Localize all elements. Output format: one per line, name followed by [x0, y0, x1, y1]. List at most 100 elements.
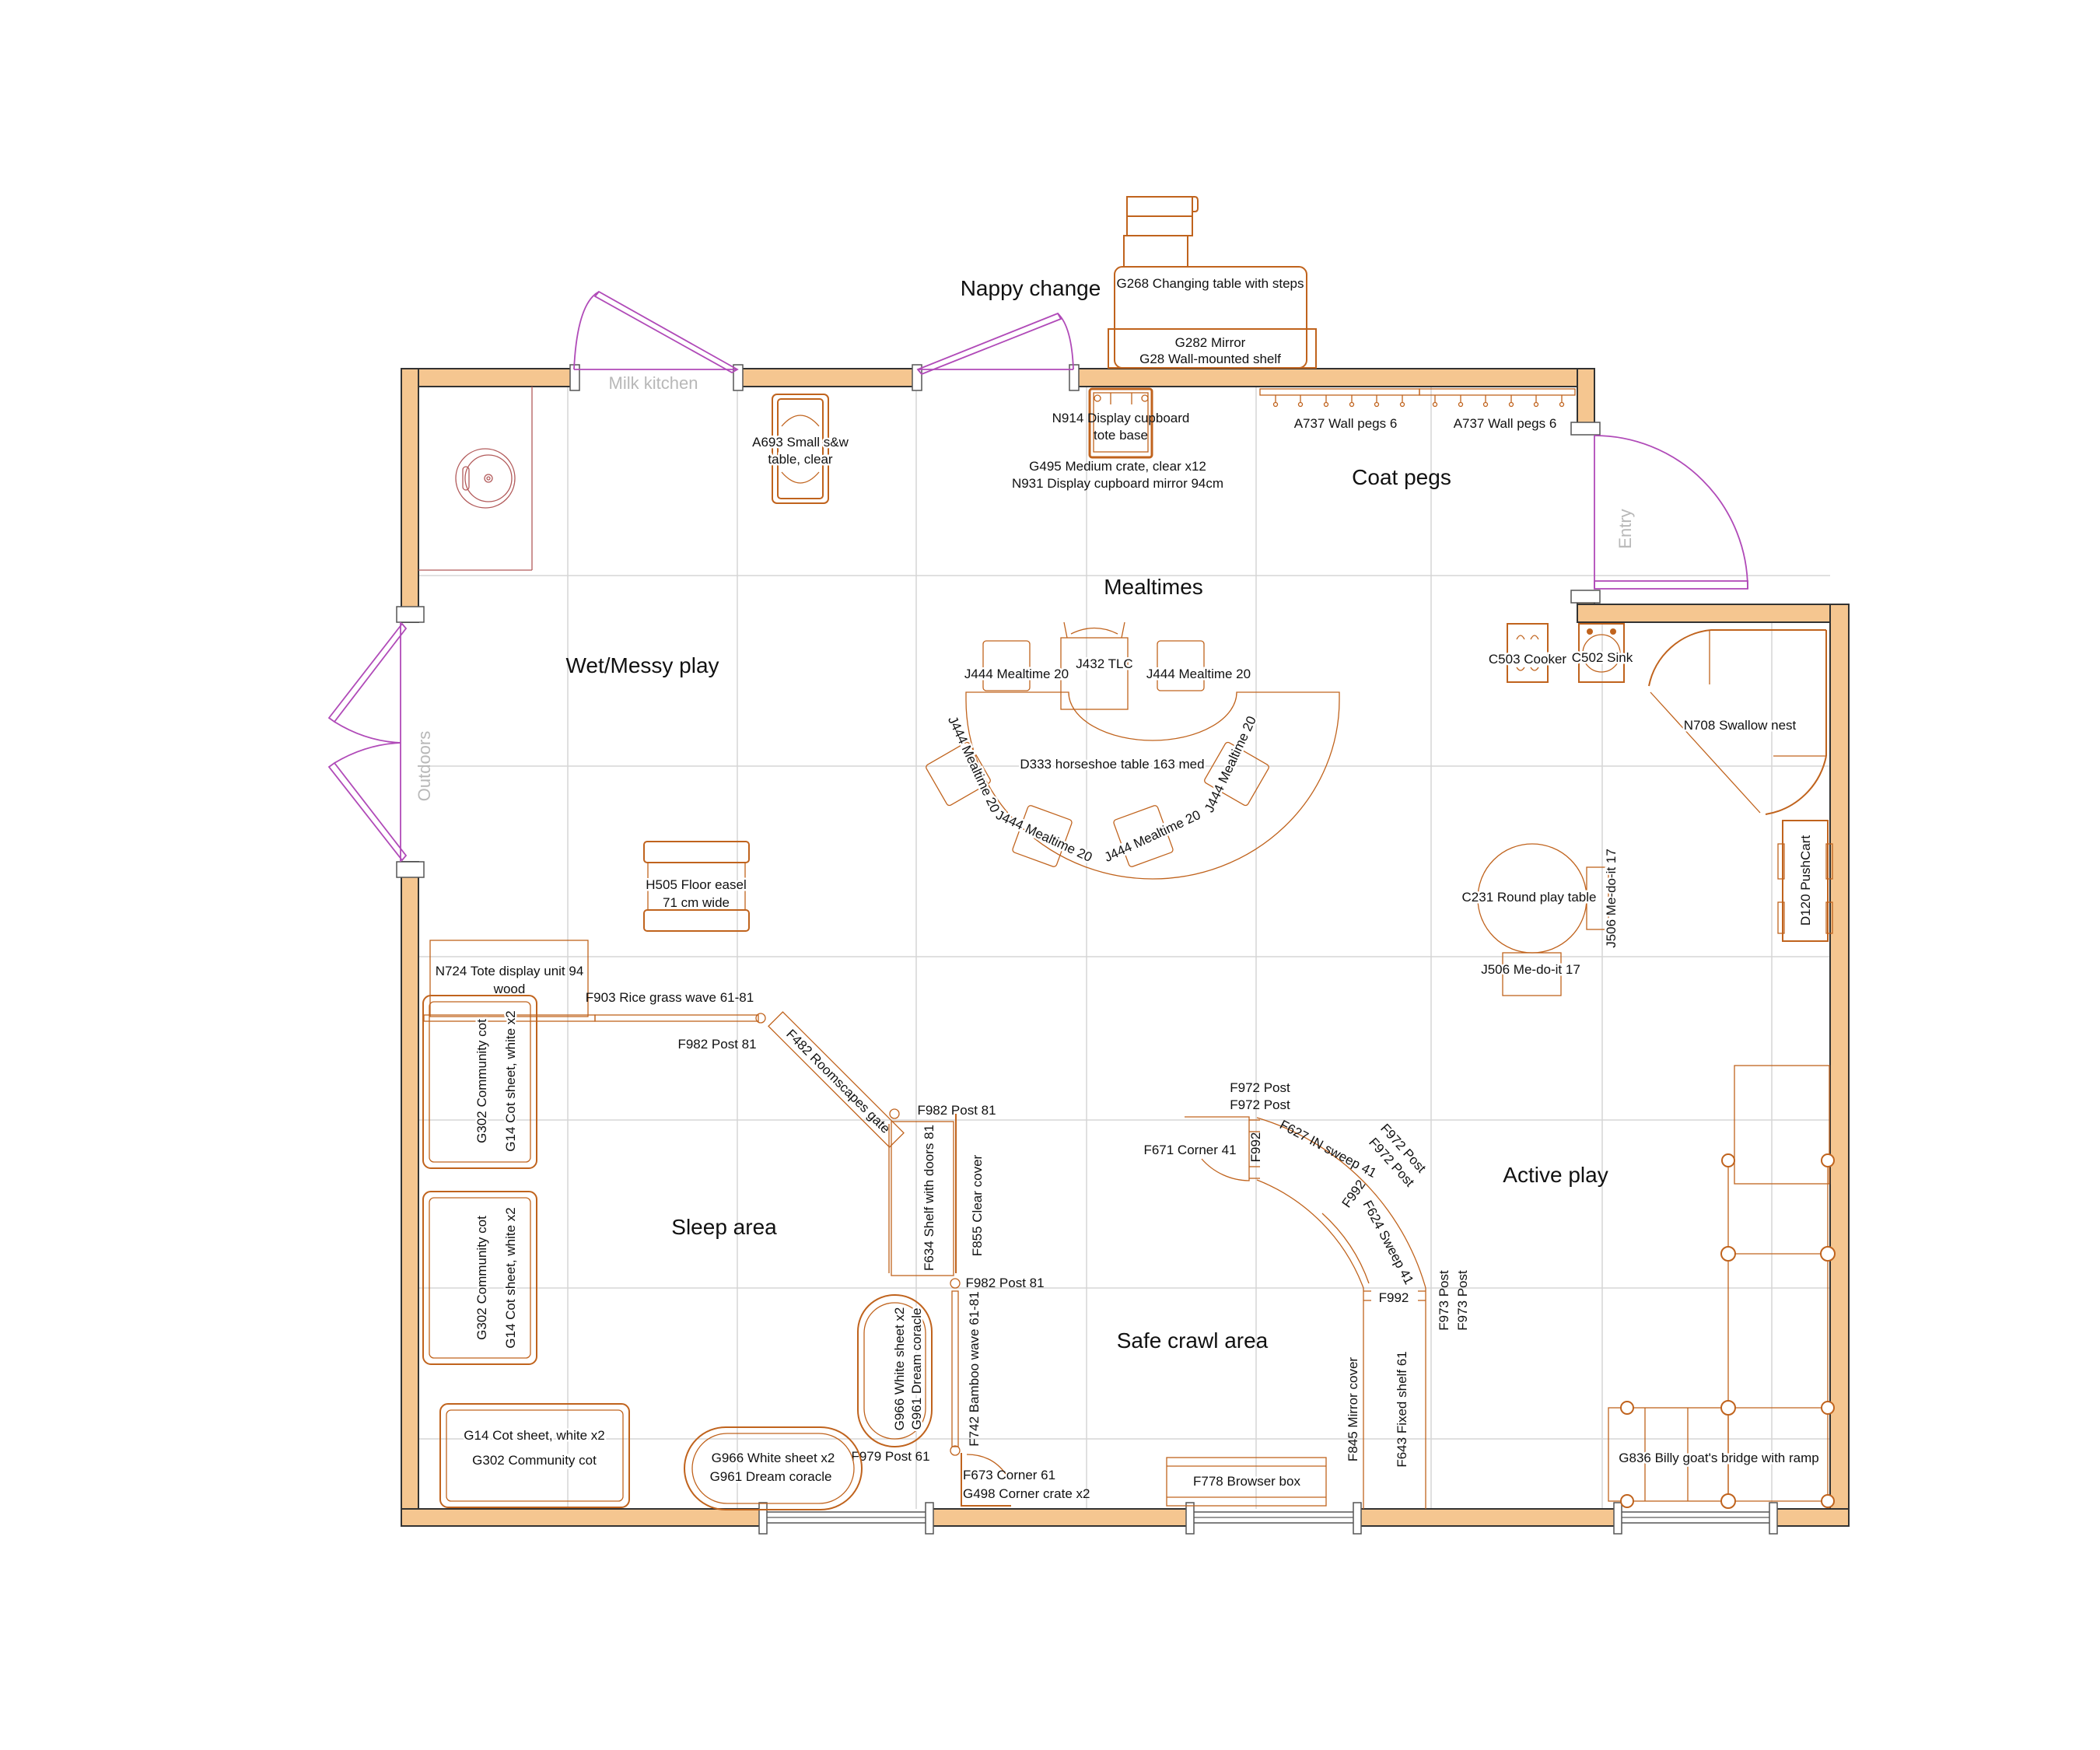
cot-3[interactable]: G14 Cot sheet, white x2 G302 Community c…	[439, 1403, 630, 1508]
doors	[327, 290, 1748, 878]
changing-table[interactable]: G268 Changing table with steps G282 Mirr…	[1108, 196, 1317, 369]
wall-bottom-2	[929, 1508, 1191, 1527]
milk-kitchen-counter	[418, 387, 533, 571]
n724-label-1: N724 Tote display unit 94	[436, 964, 584, 978]
wall-right-top	[1577, 604, 1850, 623]
zone-safe-crawl-area: Safe crawl area	[1117, 1328, 1269, 1353]
f972-label-top-1: F972 Post	[1230, 1080, 1290, 1095]
f482-roomscapes-gate[interactable]: F482 Roomscapes gate F982 Post 81	[768, 1011, 996, 1148]
j444-label-top-left: J444 Mealtime 20	[964, 667, 1069, 681]
n914-label-1: N914 Display cupboard	[1052, 411, 1190, 425]
d333-label: D333 horseshoe table 163 med	[1020, 757, 1204, 772]
n724-tote-display[interactable]: N724 Tote display unit 94 wood	[423, 940, 596, 1022]
f992-label-a: F992	[1248, 1132, 1263, 1163]
h505-label-1: H505 Floor easel	[646, 877, 746, 892]
f845-label: F845 Mirror cover	[1346, 1357, 1360, 1461]
wall-left-upper	[401, 368, 419, 623]
zone-coat-pegs: Coat pegs	[1352, 465, 1451, 489]
f778-browser-box[interactable]: F778 Browser box	[1166, 1457, 1327, 1507]
g498-label: G498 Corner crate x2	[963, 1486, 1090, 1501]
entry-door[interactable]	[1570, 422, 1748, 604]
f634-shelf-with-doors[interactable]: F634 Shelf with doors 81 F855 Clear cove…	[888, 1114, 1045, 1290]
horseshoe-table-group[interactable]: J432 TLC J444 Mealtime 20 J444 Mealtime …	[925, 621, 1340, 880]
j506-label-bottom: J506 Me-do-it 17	[1481, 962, 1580, 977]
walls	[401, 368, 1850, 1527]
windows	[758, 1502, 1778, 1535]
a693-label-2: table, clear	[768, 452, 832, 467]
cot3-label-1: G14 Cot sheet, white x2	[464, 1428, 604, 1443]
f671-label: F671 Corner 41	[1143, 1143, 1236, 1157]
j444-label-left: J444 Mealtime 20	[945, 714, 1003, 815]
g836-label: G836 Billy goat's bridge with ramp	[1619, 1451, 1818, 1465]
cot-1[interactable]: G302 Community cot G14 Cot sheet, white …	[422, 995, 537, 1169]
f972-label-top-2: F972 Post	[1230, 1097, 1290, 1112]
g836-billy-goat-bridge[interactable]: G836 Billy goat's bridge with ramp	[1608, 1065, 1836, 1509]
f673-corner[interactable]: F673 Corner 61 G498 Corner crate x2	[961, 1453, 1090, 1507]
f778-label: F778 Browser box	[1193, 1474, 1300, 1489]
wall-left-lower	[401, 861, 419, 1527]
wall-right	[1829, 604, 1850, 1527]
outdoors-label: Outdoors	[415, 731, 434, 802]
sweep-assembly[interactable]: F972 Post F972 Post F671 Corner 41 F992 …	[1143, 1080, 1470, 1509]
zone-active-play: Active play	[1503, 1163, 1608, 1187]
c502-sink[interactable]: C502 Sink	[1570, 623, 1635, 683]
h505-floor-easel[interactable]: H505 Floor easel 71 cm wide	[643, 841, 750, 932]
outdoors-door[interactable]	[327, 606, 425, 878]
cot1-label-2: G14 Cot sheet, white x2	[503, 1010, 518, 1151]
n708-label: N708 Swallow nest	[1684, 718, 1797, 733]
c231-round-table[interactable]: C231 Round play table J506 Me-do-it 17 J…	[1460, 843, 1621, 996]
a693-label-1: A693 Small s&w	[752, 435, 849, 450]
n724-label-2: wood	[493, 982, 526, 996]
g282-label: G282 Mirror	[1175, 335, 1246, 350]
cot-2[interactable]: G302 Community cot G14 Cot sheet, white …	[422, 1191, 537, 1365]
f903-rice-grass-wave[interactable]: F903 Rice grass wave 61-81 F982 Post 81	[586, 990, 766, 1052]
cot1-label-1: G302 Community cot	[474, 1019, 489, 1143]
n931-label: N931 Display cupboard mirror 94cm	[1012, 476, 1223, 491]
j444-label-top-right: J444 Mealtime 20	[1146, 667, 1251, 681]
a693-table[interactable]: A693 Small s&w table, clear	[751, 394, 851, 504]
f973-label-2: F973 Post	[1455, 1270, 1470, 1331]
g268-label: G268 Changing table with steps	[1117, 276, 1304, 291]
f979-label: F979 Post 61	[851, 1449, 929, 1464]
coracle-vertical[interactable]: G966 White sheet x2 G961 Dream coracle	[857, 1294, 933, 1447]
f742-label: F742 Bamboo wave 61-81	[967, 1291, 982, 1446]
cot2-label-2: G14 Cot sheet, white x2	[503, 1207, 518, 1348]
entry-label: Entry	[1615, 509, 1635, 548]
f982-label-b: F982 Post 81	[917, 1103, 996, 1118]
f627-label: F627 IN sweep 41	[1277, 1117, 1379, 1181]
j506-label-right: J506 Me-do-it 17	[1604, 849, 1619, 948]
zone-nappy-change: Nappy change	[961, 276, 1101, 300]
coracle-h-label-1: G966 White sheet x2	[712, 1451, 835, 1465]
j444-label-bottom-right: J444 Mealtime 20	[1102, 807, 1203, 865]
a737-label-2: A737 Wall pegs 6	[1454, 416, 1557, 431]
coracle-v-label-2: G961 Dream coracle	[909, 1308, 924, 1430]
d120-pushcart[interactable]: D120 PushCart	[1777, 820, 1833, 942]
wall-bottom-4	[1773, 1508, 1850, 1527]
a737-label-1: A737 Wall pegs 6	[1294, 416, 1398, 431]
cot2-label-1: G302 Community cot	[474, 1216, 489, 1340]
j432-label: J432 TLC	[1076, 656, 1132, 671]
f643-label: F643 Fixed shelf 61	[1395, 1351, 1409, 1467]
c503-cooker[interactable]: C503 Cooker	[1486, 623, 1569, 683]
f742-bamboo-wave[interactable]: F742 Bamboo wave 61-81 F979 Post 61	[851, 1290, 982, 1464]
milk-kitchen-door[interactable]	[569, 290, 744, 391]
coracle-h-label-2: G961 Dream coracle	[710, 1469, 832, 1484]
n708-swallow-nest[interactable]: N708 Swallow nest	[1648, 629, 1827, 815]
h505-label-2: 71 cm wide	[663, 895, 730, 910]
zone-sleep-area: Sleep area	[671, 1215, 777, 1239]
wall-top-right	[1073, 368, 1595, 387]
g495-label: G495 Medium crate, clear x12	[1029, 459, 1206, 474]
f973-label-1: F973 Post	[1437, 1270, 1451, 1331]
n914-display-cupboard[interactable]: N914 Display cupboard tote base G495 Med…	[1012, 387, 1223, 491]
coracle-horizontal[interactable]: G966 White sheet x2 G961 Dream coracle	[684, 1426, 863, 1510]
wall-pegs[interactable]: A737 Wall pegs 6 A737 Wall pegs 6	[1259, 388, 1576, 433]
nappy-change-door[interactable]	[912, 312, 1080, 391]
milk-kitchen-label: Milk kitchen	[609, 373, 698, 393]
zone-wet-messy-play: Wet/Messy play	[565, 653, 719, 677]
c231-label: C231 Round play table	[1462, 890, 1597, 905]
f982-label-c: F982 Post 81	[965, 1276, 1044, 1290]
wall-bottom-1	[401, 1508, 763, 1527]
cot3-label-2: G302 Community cot	[472, 1453, 597, 1468]
c502-label: C502 Sink	[1572, 650, 1633, 665]
